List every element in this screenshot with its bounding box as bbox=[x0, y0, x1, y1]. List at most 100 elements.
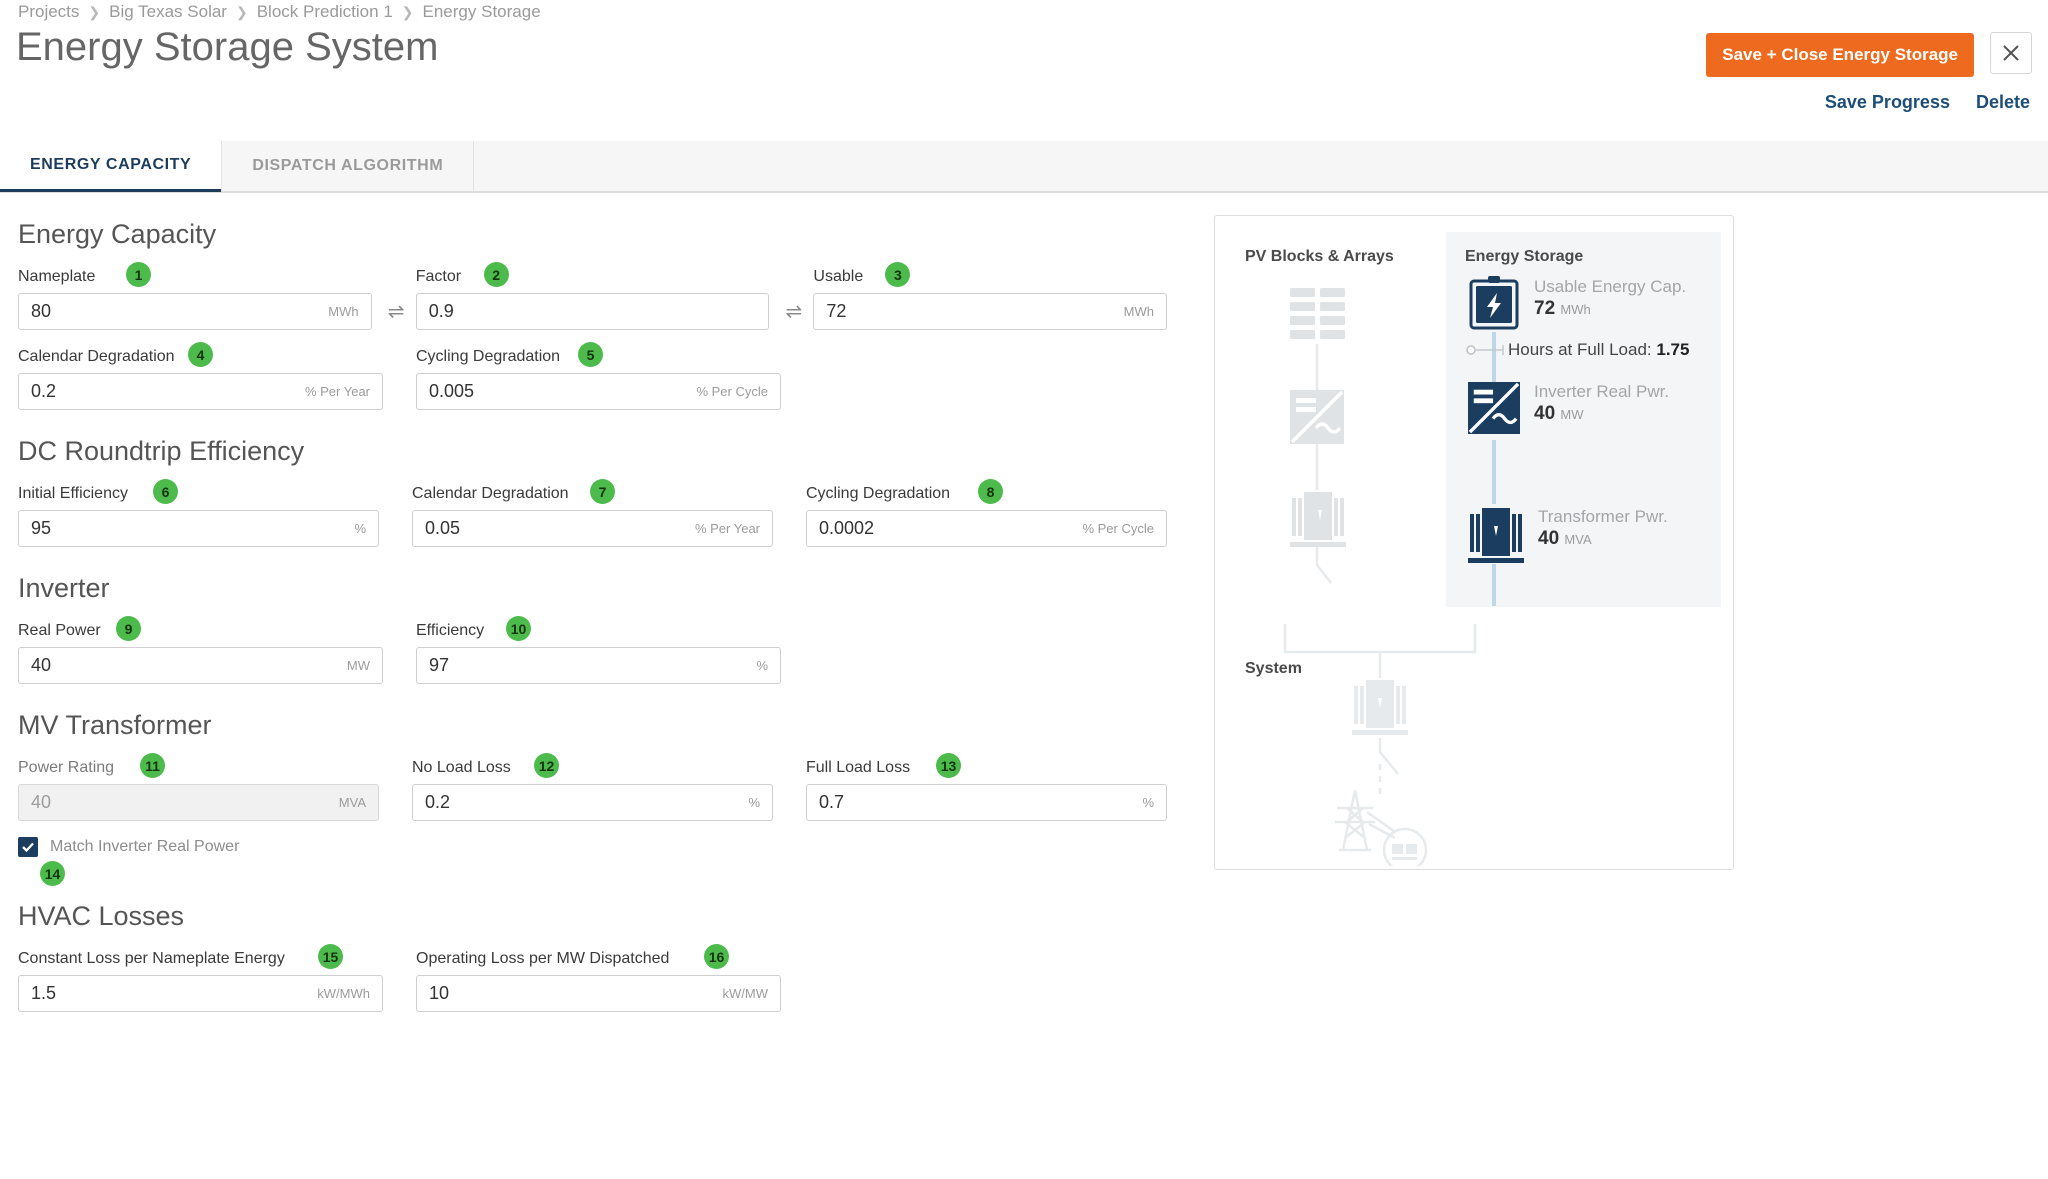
input-constant-loss-value[interactable] bbox=[31, 983, 310, 1004]
unit-calendar-degradation-dc: % Per Year bbox=[694, 521, 760, 536]
input-operating-loss-value[interactable] bbox=[429, 983, 715, 1004]
close-icon bbox=[2003, 45, 2019, 61]
badge-5: 5 bbox=[578, 342, 603, 367]
input-cycling-degradation-capacity-value[interactable] bbox=[429, 381, 689, 402]
badge-9: 9 bbox=[116, 616, 141, 641]
section-title-hvac-losses: HVAC Losses bbox=[18, 901, 185, 931]
tab-bar: ENERGY CAPACITY DISPATCH ALGORITHM bbox=[0, 141, 2048, 193]
field-no-load-loss: No Load Loss 12 % bbox=[412, 753, 773, 821]
field-cycling-degradation-capacity: Cycling Degradation 5 % Per Cycle bbox=[416, 342, 781, 410]
input-no-load-loss-value[interactable] bbox=[425, 792, 741, 813]
pv-connector-line-3 bbox=[1315, 547, 1332, 584]
input-real-power[interactable]: MW bbox=[18, 647, 383, 684]
tab-dispatch-algorithm[interactable]: DISPATCH ALGORITHM bbox=[221, 141, 475, 192]
battery-icon bbox=[1469, 276, 1519, 330]
label-constant-loss: Constant Loss per Nameplate Energy bbox=[18, 950, 285, 967]
input-no-load-loss[interactable]: % bbox=[412, 784, 773, 821]
label-nameplate: Nameplate bbox=[18, 268, 96, 285]
inverter-icon bbox=[1290, 390, 1344, 444]
breadcrumb-item-projects[interactable]: Projects bbox=[18, 2, 80, 21]
checkbox-match-inverter-real-power[interactable] bbox=[18, 837, 38, 857]
input-initial-efficiency-value[interactable] bbox=[31, 518, 347, 539]
badge-6: 6 bbox=[153, 479, 178, 504]
input-power-rating: MVA bbox=[18, 784, 379, 821]
unit-operating-loss: kW/MW bbox=[722, 986, 768, 1001]
input-real-power-value[interactable] bbox=[31, 655, 339, 676]
badge-13: 13 bbox=[936, 753, 961, 778]
input-calendar-degradation-dc-value[interactable] bbox=[425, 518, 687, 539]
close-button[interactable] bbox=[1990, 32, 2032, 74]
tab-bar-filler bbox=[474, 141, 2048, 192]
input-cycling-degradation-capacity[interactable]: % Per Cycle bbox=[416, 373, 781, 410]
label-real-power: Real Power bbox=[18, 622, 101, 639]
hours-at-full-load-text: Hours at Full Load: 1.75 bbox=[1508, 340, 1689, 360]
system-column-graphics bbox=[1283, 624, 1477, 866]
field-constant-loss: Constant Loss per Nameplate Energy 15 kW… bbox=[18, 944, 383, 1012]
swap-icon-nameplate-factor[interactable]: ⇌ bbox=[387, 301, 405, 323]
hours-at-full-load-row: Hours at Full Load: 1.75 bbox=[1466, 340, 1689, 360]
unit-inverter-efficiency: % bbox=[756, 658, 768, 673]
section-title-inverter: Inverter bbox=[18, 573, 110, 603]
diagram-column-title-system: System bbox=[1245, 660, 1302, 677]
input-calendar-degradation-dc[interactable]: % Per Year bbox=[412, 510, 773, 547]
check-icon bbox=[22, 842, 34, 853]
input-initial-efficiency[interactable]: % bbox=[18, 510, 379, 547]
diagram-item-inverter-real-pwr: Inverter Real Pwr. 40 MW bbox=[1468, 381, 1669, 435]
field-cycling-degradation-dc: Cycling Degradation 8 % Per Cycle bbox=[806, 479, 1167, 547]
label-full-load-loss: Full Load Loss bbox=[806, 759, 911, 776]
unit-full-load-loss: % bbox=[1142, 795, 1154, 810]
tab-energy-capacity[interactable]: ENERGY CAPACITY bbox=[0, 141, 222, 192]
breadcrumb-item-big-texas-solar[interactable]: Big Texas Solar bbox=[109, 2, 227, 21]
input-nameplate-value[interactable] bbox=[31, 301, 321, 322]
label-inverter-efficiency: Efficiency bbox=[416, 622, 485, 639]
input-constant-loss[interactable]: kW/MWh bbox=[18, 975, 383, 1012]
transformer-icon bbox=[1290, 492, 1346, 547]
input-inverter-efficiency-value[interactable] bbox=[429, 655, 749, 676]
input-cycling-degradation-dc-value[interactable] bbox=[819, 518, 1075, 539]
save-progress-link[interactable]: Save Progress bbox=[1824, 92, 1950, 112]
unit-real-power: MW bbox=[346, 658, 370, 673]
field-row-hvac-losses: Constant Loss per Nameplate Energy 15 kW… bbox=[18, 944, 1200, 1012]
badge-8: 8 bbox=[978, 479, 1003, 504]
label-usable: Usable bbox=[813, 268, 864, 285]
diagram-value-inverter-real-pwr: 40 MW bbox=[1534, 402, 1669, 427]
input-full-load-loss-value[interactable] bbox=[819, 792, 1135, 813]
breadcrumb-item-block-prediction-1[interactable]: Block Prediction 1 bbox=[256, 2, 393, 21]
label-factor: Factor bbox=[415, 268, 462, 285]
field-full-load-loss: Full Load Loss 13 % bbox=[806, 753, 1167, 821]
hours-at-full-load-value: 1.75 bbox=[1656, 340, 1690, 359]
input-factor-value[interactable] bbox=[428, 301, 749, 322]
meter-icon bbox=[1382, 827, 1428, 866]
badge-7: 7 bbox=[590, 479, 615, 504]
field-initial-efficiency: Initial Efficiency 6 % bbox=[18, 479, 379, 547]
section-title-dc-roundtrip-efficiency: DC Roundtrip Efficiency bbox=[18, 436, 305, 466]
label-calendar-degradation: Calendar Degradation bbox=[18, 348, 175, 365]
badge-14: 14 bbox=[40, 861, 65, 886]
field-row-mv-transformer: Power Rating 11 MVA No Load Loss 12 % Fu… bbox=[18, 753, 1200, 821]
input-inverter-efficiency[interactable]: % bbox=[416, 647, 781, 684]
diagram-value-unit: MVA bbox=[1564, 532, 1592, 548]
input-usable[interactable]: MWh bbox=[813, 293, 1167, 330]
field-inverter-efficiency: Efficiency 10 % bbox=[416, 616, 781, 684]
input-full-load-loss[interactable]: % bbox=[806, 784, 1167, 821]
breadcrumb-item-energy-storage[interactable]: Energy Storage bbox=[422, 2, 541, 21]
badge-12: 12 bbox=[534, 753, 559, 778]
label-calendar-degradation-dc: Calendar Degradation bbox=[412, 485, 569, 502]
input-usable-value[interactable] bbox=[826, 301, 1116, 322]
system-diagram-panel: PV Blocks & Arrays Energy Storage System bbox=[1214, 215, 1734, 870]
delete-link[interactable]: Delete bbox=[1975, 92, 2030, 112]
input-nameplate[interactable]: MWh bbox=[18, 293, 372, 330]
input-operating-loss[interactable]: kW/MW bbox=[416, 975, 781, 1012]
input-calendar-degradation-capacity-value[interactable] bbox=[31, 381, 297, 402]
swap-icon-factor-usable[interactable]: ⇌ bbox=[785, 301, 803, 323]
field-real-power: Real Power 9 MW bbox=[18, 616, 383, 684]
badge-10: 10 bbox=[506, 616, 531, 641]
input-cycling-degradation-dc[interactable]: % Per Cycle bbox=[806, 510, 1167, 547]
checkbox-label-match-inverter-real-power: Match Inverter Real Power bbox=[50, 838, 240, 855]
label-power-rating: Power Rating bbox=[18, 759, 115, 776]
save-and-close-energy-storage-button[interactable]: Save + Close Energy Storage bbox=[1706, 33, 1974, 77]
section-title-energy-capacity: Energy Capacity bbox=[18, 219, 217, 249]
input-calendar-degradation-capacity[interactable]: % Per Year bbox=[18, 373, 383, 410]
input-factor[interactable] bbox=[415, 293, 770, 330]
diagram-value-number: 72 bbox=[1534, 298, 1556, 320]
